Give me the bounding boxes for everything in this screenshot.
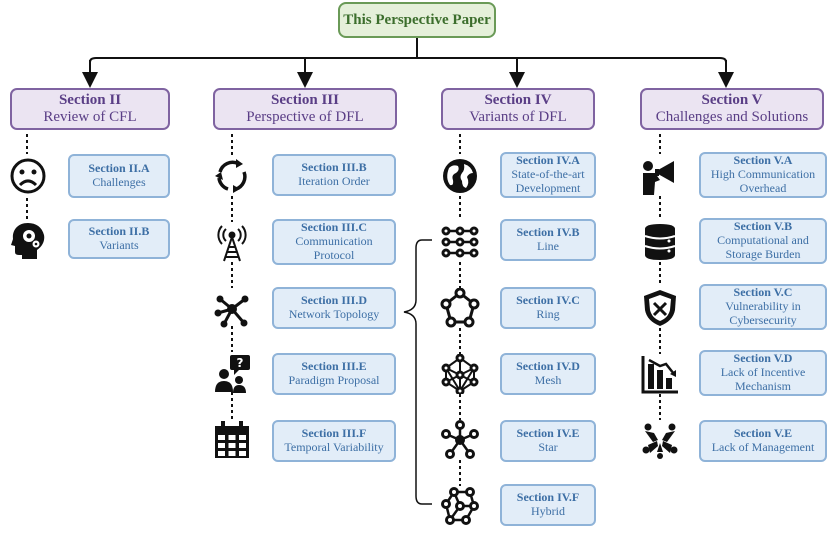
section-iv-c-node: Section IV.C Ring bbox=[500, 287, 596, 329]
star-topology-icon bbox=[441, 420, 479, 459]
section-iii-b-node: Section III.B Iteration Order bbox=[272, 154, 396, 196]
section-iv-b-node: Section IV.B Line bbox=[500, 219, 596, 261]
item-title: Section III.D bbox=[300, 293, 367, 308]
item-title: Section III.C bbox=[300, 220, 367, 235]
section-iv-f-node: Section IV.F Hybrid bbox=[500, 484, 596, 526]
section-title: Section V bbox=[701, 91, 763, 108]
item-desc: Variants bbox=[99, 238, 139, 252]
item-desc: Communication Protocol bbox=[295, 234, 373, 262]
section-iv-node: Section IV Variants of DFL bbox=[441, 88, 595, 130]
root-node: This Perspective Paper bbox=[338, 2, 496, 38]
antenna-tower-icon bbox=[217, 225, 247, 262]
gear-head-icon bbox=[11, 223, 45, 259]
calendar-icon bbox=[215, 421, 249, 458]
section-iv-d-node: Section IV.D Mesh bbox=[500, 353, 596, 395]
item-desc: High Communication Overhead bbox=[710, 167, 816, 195]
item-title: Section V.A bbox=[733, 153, 793, 168]
item-title: Section IV.D bbox=[516, 359, 580, 374]
item-title: Section III.F bbox=[301, 426, 367, 441]
cycle-arrows-icon bbox=[215, 159, 247, 193]
item-desc: Network Topology bbox=[288, 307, 380, 321]
sad-face-icon bbox=[10, 158, 46, 194]
section-v-a-node: Section V.A High Communication Overhead bbox=[699, 152, 827, 198]
section-subtitle: Perspective of DFL bbox=[246, 109, 364, 125]
shield-icon bbox=[644, 290, 676, 326]
item-title: Section V.D bbox=[733, 351, 793, 366]
section-v-node: Section V Challenges and Solutions bbox=[640, 88, 824, 130]
section-title: Section IV bbox=[484, 91, 552, 108]
svg-text:?: ? bbox=[237, 356, 244, 370]
section-iii-d-node: Section III.D Network Topology bbox=[272, 287, 396, 329]
item-desc: Iteration Order bbox=[298, 174, 370, 188]
item-desc: Temporal Variability bbox=[284, 440, 384, 454]
item-title: Section V.C bbox=[733, 285, 793, 300]
section-subtitle: Challenges and Solutions bbox=[655, 109, 809, 125]
line-topology-icon bbox=[441, 226, 479, 258]
people-question-icon: ? bbox=[215, 355, 250, 393]
item-desc: State-of-the-art Development bbox=[511, 167, 585, 195]
section-subtitle: Review of CFL bbox=[43, 109, 137, 125]
item-desc: Star bbox=[538, 440, 558, 454]
scattered-people-icon bbox=[642, 423, 678, 459]
section-v-c-node: Section V.C Vulnerability in Cybersecuri… bbox=[699, 284, 827, 330]
item-title: Section II.B bbox=[88, 224, 150, 239]
item-desc: Lack of Management bbox=[711, 440, 815, 454]
item-title: Section IV.C bbox=[516, 293, 580, 308]
item-title: Section V.E bbox=[733, 426, 793, 441]
section-iii-f-node: Section III.F Temporal Variability bbox=[272, 420, 396, 462]
item-desc: Challenges bbox=[92, 175, 146, 189]
section-iii-c-node: Section III.C Communication Protocol bbox=[272, 219, 396, 265]
hybrid-topology-icon bbox=[441, 487, 479, 525]
item-title: Section IV.E bbox=[516, 426, 580, 441]
item-desc: Mesh bbox=[534, 373, 562, 387]
section-iii-node: Section III Perspective of DFL bbox=[213, 88, 397, 130]
section-v-d-node: Section V.D Lack of Incentive Mechanism bbox=[699, 350, 827, 396]
item-title: Section IV.B bbox=[516, 225, 580, 240]
item-title: Section III.B bbox=[301, 160, 367, 175]
section-title: Section III bbox=[271, 91, 339, 108]
item-desc: Hybrid bbox=[531, 504, 565, 518]
section-ii-node: Section II Review of CFL bbox=[10, 88, 170, 130]
item-title: Section IV.F bbox=[516, 490, 580, 505]
section-ii-a-node: Section II.A Challenges bbox=[68, 154, 170, 198]
database-icon bbox=[644, 224, 676, 260]
item-title: Section V.B bbox=[733, 219, 793, 234]
mesh-topology-icon bbox=[441, 354, 479, 394]
section-iii-e-node: Section III.E Paradigm Proposal bbox=[272, 353, 396, 395]
item-desc: Lack of Incentive Mechanism bbox=[720, 365, 806, 393]
ring-topology-icon bbox=[440, 288, 480, 328]
section-subtitle: Variants of DFL bbox=[469, 109, 567, 125]
item-title: Section II.A bbox=[88, 161, 150, 176]
item-desc: Vulnerability in Cybersecurity bbox=[725, 299, 801, 327]
section-ii-b-node: Section II.B Variants bbox=[68, 219, 170, 259]
section-v-b-node: Section V.B Computational and Storage Bu… bbox=[699, 218, 827, 264]
network-hub-icon bbox=[214, 295, 249, 328]
item-desc: Ring bbox=[536, 307, 560, 321]
megaphone-person-icon bbox=[643, 161, 674, 195]
section-iv-a-node: Section IV.A State-of-the-art Developmen… bbox=[500, 152, 596, 198]
section-iv-e-node: Section IV.E Star bbox=[500, 420, 596, 462]
item-desc: Computational and Storage Burden bbox=[717, 233, 809, 261]
section-title: Section II bbox=[58, 91, 122, 108]
item-title: Section III.E bbox=[301, 359, 367, 374]
section-v-e-node: Section V.E Lack of Management bbox=[699, 420, 827, 462]
globe-icon bbox=[443, 159, 477, 193]
item-desc: Line bbox=[537, 239, 559, 253]
item-title: Section IV.A bbox=[516, 153, 580, 168]
root-label: This Perspective Paper bbox=[343, 11, 491, 28]
item-desc: Paradigm Proposal bbox=[288, 373, 380, 387]
declining-chart-icon bbox=[641, 356, 678, 394]
